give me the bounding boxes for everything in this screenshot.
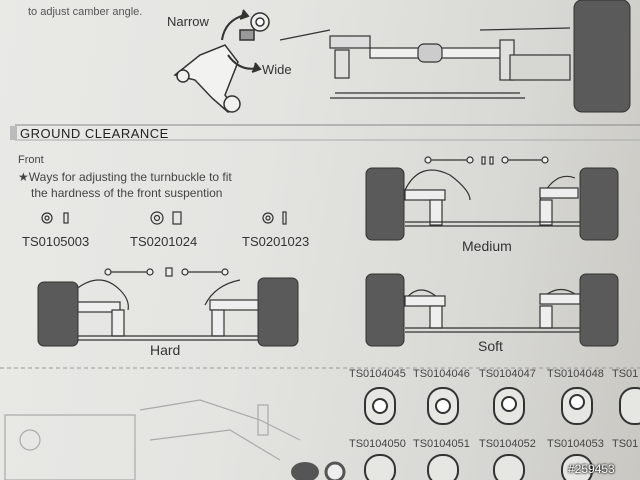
medium-right-tire — [579, 167, 619, 241]
cam-part-number: TS0104050 — [349, 438, 406, 450]
cam-part-number: TS0104053 — [547, 438, 604, 450]
part-number: TS0201023 — [242, 234, 310, 249]
wide-label: Wide — [262, 62, 292, 77]
chassis-illustration — [4, 399, 301, 480]
bottom-part-ring — [324, 461, 346, 480]
cam-part-number: TS0104047 — [479, 368, 536, 380]
soft-left-tire — [365, 273, 405, 347]
bottom-part-disc — [291, 462, 319, 480]
cam-part-number: TS0104045 — [349, 368, 406, 380]
cam-part-number: TS01 — [612, 368, 639, 380]
note-line-2: the hardness of the front suspention — [31, 186, 223, 200]
section-title: GROUND CLEARANCE — [20, 126, 169, 141]
top-suspension-illustration — [279, 27, 571, 99]
hard-setup-illustration — [74, 267, 261, 341]
part-icons — [41, 211, 287, 225]
medium-setup-illustration — [404, 156, 580, 227]
hard-label: Hard — [150, 342, 181, 358]
narrow-label: Narrow — [167, 14, 209, 29]
cut-off-caption: to adjust camber angle. — [28, 6, 143, 18]
medium-left-tire — [365, 167, 405, 241]
curved-arrow-icon — [221, 9, 262, 73]
camber-arm-illustration — [173, 12, 270, 113]
medium-label: Medium — [462, 238, 512, 254]
section-subtitle: Front — [18, 154, 44, 166]
top-right-tire — [573, 0, 631, 113]
hard-left-tire — [37, 281, 79, 347]
soft-setup-illustration — [404, 288, 581, 333]
cam-part-number: TS0104051 — [413, 438, 470, 450]
soft-right-tire — [579, 273, 619, 347]
cam-part-number: TS01 — [612, 438, 639, 450]
note-line-1: ★Ways for adjusting the turnbuckle to fi… — [18, 170, 232, 184]
part-number: TS0105003 — [22, 234, 90, 249]
hard-right-tire — [257, 277, 299, 347]
cam-part-number: TS0104052 — [479, 438, 536, 450]
watermark: #259453 — [568, 462, 615, 476]
cam-part-number: TS0104048 — [547, 368, 604, 380]
part-number: TS0201024 — [130, 234, 198, 249]
cam-part-number: TS0104046 — [413, 368, 470, 380]
soft-label: Soft — [478, 338, 503, 354]
cam-part-icons — [364, 387, 640, 480]
